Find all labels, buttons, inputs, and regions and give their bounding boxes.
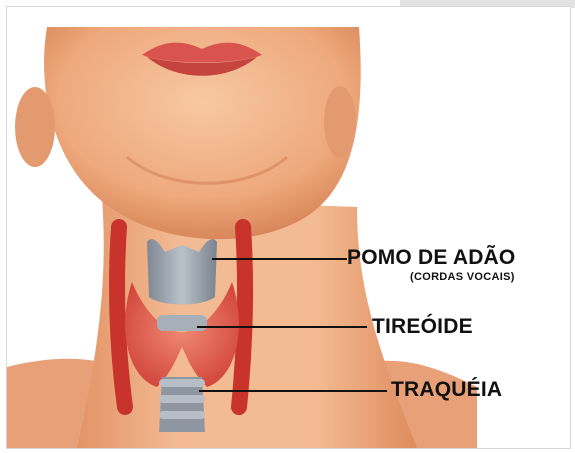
label-traqueia: TRAQUÉIA	[391, 378, 502, 402]
left-artery	[117, 227, 125, 407]
cricoid-ring	[157, 315, 207, 331]
right-artery	[239, 227, 245, 407]
label-cordas-vocais: (CORDAS VOCAIS)	[410, 271, 515, 283]
label-tireoide: TIREÓIDE	[372, 315, 473, 339]
left-ear	[15, 87, 55, 167]
image-frame: POMO DE ADÃO (CORDAS VOCAIS) TIREÓIDE TR…	[6, 6, 571, 449]
label-pomo-de-adao: POMO DE ADÃO	[347, 246, 515, 270]
right-ear	[324, 86, 356, 158]
thyroid-cartilage	[147, 239, 217, 304]
